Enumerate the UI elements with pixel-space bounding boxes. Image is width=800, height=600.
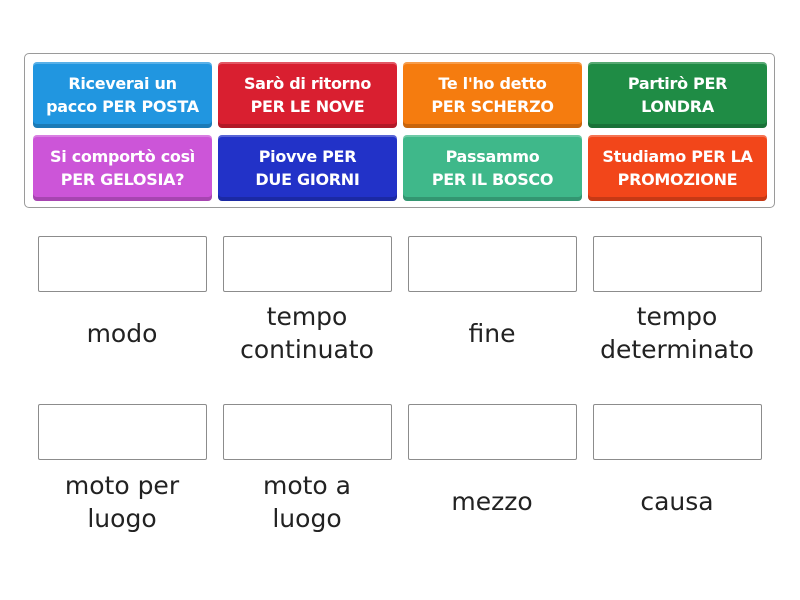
- target-label-mezzo: mezzo: [451, 487, 533, 516]
- target-label-modo: modo: [86, 319, 158, 348]
- drop-box-mezzo[interactable]: [408, 404, 577, 460]
- drop-box-moto-per-luogo[interactable]: [38, 404, 207, 460]
- drop-box-causa[interactable]: [593, 404, 762, 460]
- drop-box-moto-a-luogo[interactable]: [223, 404, 392, 460]
- target-label-causa: causa: [640, 487, 714, 516]
- drop-box-tempo-continuato[interactable]: [223, 236, 392, 292]
- drop-box-fine[interactable]: [408, 236, 577, 292]
- drop-box-tempo-determinato[interactable]: [593, 236, 762, 292]
- target-label-fine: fine: [468, 319, 516, 348]
- drop-box-modo[interactable]: [38, 236, 207, 292]
